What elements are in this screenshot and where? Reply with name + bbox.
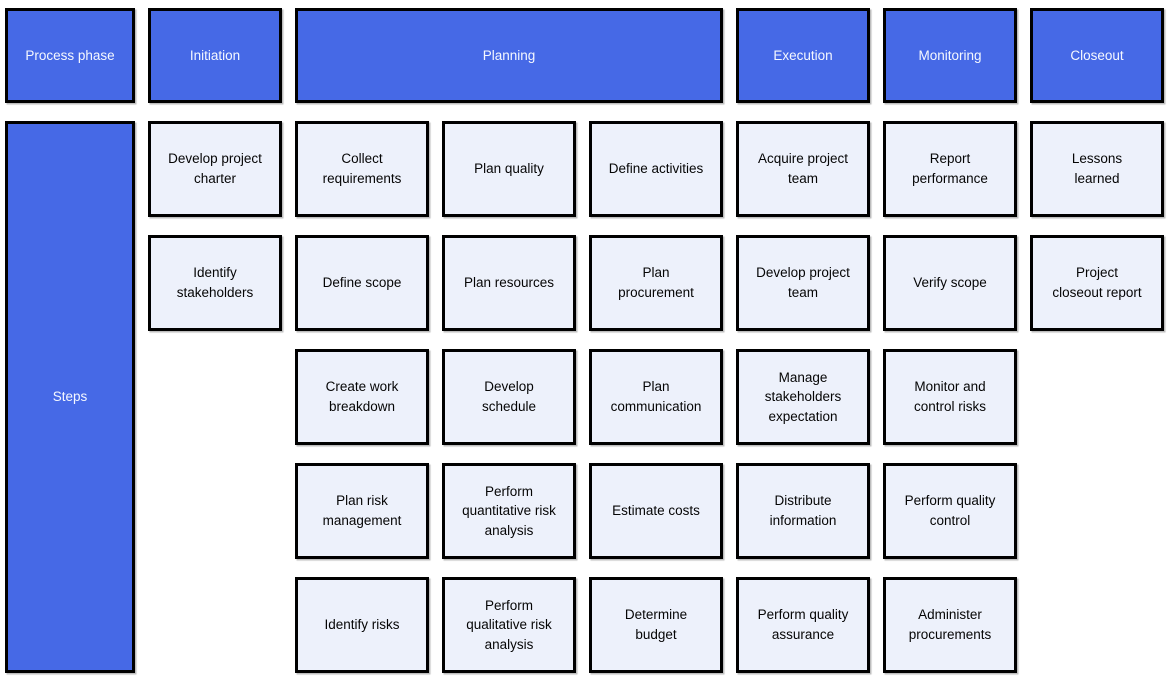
- step-box-identify-risks: Identify risks: [295, 577, 429, 673]
- phase-header-planning: Planning: [295, 8, 723, 103]
- phase-header-monitoring: Monitoring: [883, 8, 1017, 103]
- step-label: Estimate costs: [612, 503, 700, 519]
- step-label: Monitor and control risks: [913, 379, 986, 414]
- step-box-monitor-and-control-risks: Monitor and control risks: [883, 349, 1017, 445]
- step-box-develop-project-team: Develop project team: [736, 235, 870, 331]
- phase-header-planning-label: Planning: [482, 47, 536, 63]
- step-label: Determine budget: [624, 607, 688, 642]
- step-label: Distribute information: [769, 493, 837, 528]
- step-box-plan-resources: Plan resources: [442, 235, 576, 331]
- process-phase-axis-label: Process phase: [25, 47, 115, 63]
- step-label: Perform quantitative risk analysis: [462, 483, 556, 538]
- step-label: Plan risk management: [322, 493, 402, 528]
- phase-header-closeout-label: Closeout: [1070, 47, 1124, 63]
- step-box-verify-scope: Verify scope: [883, 235, 1017, 331]
- step-label: Manage stakeholders expectation: [764, 369, 842, 424]
- step-label: Identify stakeholders: [176, 265, 254, 300]
- step-label: Create work breakdown: [325, 379, 399, 414]
- step-label: Plan procurement: [618, 265, 694, 300]
- step-label: Plan quality: [474, 161, 544, 177]
- step-label: Identify risks: [324, 617, 400, 633]
- step-box-project-closeout-report: Project closeout report: [1030, 235, 1164, 331]
- step-box-lessons-learned: Lessons learned: [1030, 121, 1164, 217]
- step-label: Verify scope: [913, 275, 987, 291]
- step-box-create-work-breakdown: Create work breakdown: [295, 349, 429, 445]
- phase-header-initiation-label: Initiation: [189, 47, 241, 63]
- step-label: Project closeout report: [1052, 265, 1142, 300]
- phase-header-monitoring-label: Monitoring: [918, 47, 982, 63]
- step-label: Perform quality assurance: [757, 607, 849, 642]
- phase-header-closeout: Closeout: [1030, 8, 1164, 103]
- step-box-perform-quality-control: Perform quality control: [883, 463, 1017, 559]
- step-box-collect-requirements: Collect requirements: [295, 121, 429, 217]
- phase-header-execution-label: Execution: [773, 47, 833, 63]
- step-box-perform-quantitative-risk-analysis: Perform quantitative risk analysis: [442, 463, 576, 559]
- step-box-perform-qualitative-risk-analysis: Perform qualitative risk analysis: [442, 577, 576, 673]
- step-box-develop-schedule: Develop schedule: [442, 349, 576, 445]
- step-label: Perform quality control: [904, 493, 996, 528]
- step-label: Define activities: [608, 161, 704, 177]
- step-label: Develop schedule: [481, 379, 537, 414]
- step-box-report-performance: Report performance: [883, 121, 1017, 217]
- process-phase-axis-header: Process phase: [5, 8, 135, 103]
- step-label: Define scope: [322, 275, 402, 291]
- step-box-plan-quality: Plan quality: [442, 121, 576, 217]
- step-box-perform-quality-assurance: Perform quality assurance: [736, 577, 870, 673]
- steps-axis-header: Steps: [5, 121, 135, 673]
- step-label: Plan communication: [610, 379, 702, 414]
- step-label: Lessons learned: [1071, 151, 1123, 186]
- step-box-develop-project-charter: Develop project charter: [148, 121, 282, 217]
- step-label: Plan resources: [463, 275, 555, 291]
- step-box-administer-procurements: Administer procurements: [883, 577, 1017, 673]
- step-label: Develop project team: [756, 265, 850, 300]
- step-box-acquire-project-team: Acquire project team: [736, 121, 870, 217]
- step-box-distribute-information: Distribute information: [736, 463, 870, 559]
- step-box-estimate-costs: Estimate costs: [589, 463, 723, 559]
- steps-axis-label: Steps: [52, 389, 88, 405]
- phase-header-initiation: Initiation: [148, 8, 282, 103]
- step-box-identify-stakeholders: Identify stakeholders: [148, 235, 282, 331]
- step-label: Report performance: [912, 151, 988, 186]
- phase-header-execution: Execution: [736, 8, 870, 103]
- step-box-manage-stakeholders-expectation: Manage stakeholders expectation: [736, 349, 870, 445]
- step-label: Collect requirements: [322, 151, 402, 186]
- step-box-define-activities: Define activities: [589, 121, 723, 217]
- step-box-plan-procurement: Plan procurement: [589, 235, 723, 331]
- step-box-plan-communication: Plan communication: [589, 349, 723, 445]
- step-label: Develop project charter: [168, 151, 262, 186]
- step-box-plan-risk-management: Plan risk management: [295, 463, 429, 559]
- step-box-determine-budget: Determine budget: [589, 577, 723, 673]
- step-box-define-scope: Define scope: [295, 235, 429, 331]
- step-label: Acquire project team: [757, 151, 849, 186]
- step-label: Perform qualitative risk analysis: [466, 597, 552, 652]
- step-label: Administer procurements: [908, 607, 992, 642]
